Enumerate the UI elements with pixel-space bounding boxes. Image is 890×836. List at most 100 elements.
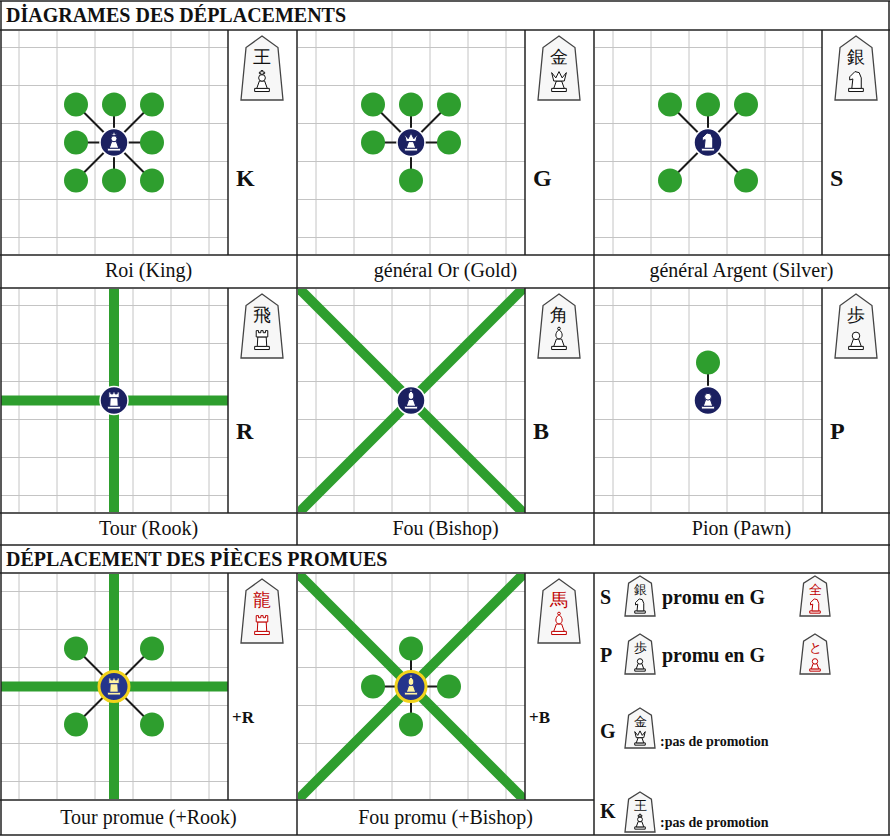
section-heading: DÉPLACEMENT DES PİÈCES PROMUES: [6, 548, 387, 571]
piece-kanji: 王: [241, 47, 283, 68]
grid-line: [765, 31, 766, 254]
chess-figure: [849, 72, 864, 92]
figure-part: [111, 136, 117, 142]
move-dot: [399, 637, 423, 661]
table-rule: [227, 288, 229, 513]
table-rule: [296, 573, 298, 835]
chess-figure: [635, 659, 646, 671]
piece-caption: Fou promu (+Bishop): [297, 806, 594, 829]
piece-outline: [625, 634, 655, 674]
piece-outline: [800, 634, 830, 674]
grid-line: [171, 31, 172, 254]
piece-outline: [538, 579, 580, 643]
move-dot: [437, 93, 461, 117]
move-dot: [102, 169, 126, 193]
figure-part: [636, 738, 644, 743]
table-rule: [821, 288, 823, 513]
chess-figure: [552, 612, 567, 634]
piece-marker: [396, 672, 426, 702]
table-rule: [0, 254, 890, 256]
figure-part: [638, 817, 643, 822]
grid-line: [1, 85, 228, 86]
chess-figure: [701, 133, 714, 151]
table-rule: [0, 512, 890, 514]
chess-figure: [107, 392, 120, 409]
chess-figure: [810, 599, 821, 613]
grid-line: [298, 743, 525, 744]
grid-line: [613, 31, 614, 254]
board-ground: [1, 31, 228, 254]
promotion-note: :pas de promotion: [660, 734, 769, 750]
table-rule: [227, 573, 229, 800]
grid-line: [1, 237, 228, 238]
promotion-note: promu en G: [662, 644, 765, 667]
table-rule: [593, 573, 595, 835]
figure-part: [256, 331, 268, 337]
grid-line: [595, 161, 822, 162]
grid-line: [595, 305, 822, 306]
grid-line: [595, 199, 822, 200]
grid-line: [354, 574, 355, 799]
move-board: [595, 31, 822, 254]
figure-part: [812, 659, 817, 664]
piece-letter: S: [830, 165, 843, 193]
move-board: [298, 289, 525, 512]
figure-part: [705, 393, 712, 400]
chess-figure: [701, 393, 714, 409]
figure-part: [257, 337, 266, 346]
move-dot: [399, 169, 423, 193]
figure-part: [259, 71, 264, 75]
chess-figure: [635, 731, 646, 745]
table-rule: [524, 30, 526, 255]
grid-line: [727, 289, 728, 512]
grid-line: [689, 31, 690, 254]
grid-line: [19, 31, 20, 254]
move-dot: [437, 131, 461, 155]
piece-marker: [397, 129, 425, 157]
figure-part: [256, 616, 268, 622]
shogi-piece: [538, 36, 580, 100]
shogi-piece: [625, 792, 655, 832]
piece-kanji: 金: [538, 47, 580, 68]
piece-kanji: 金: [625, 715, 655, 730]
piece-caption: Pion (Pawn): [594, 517, 889, 540]
move-dot: [64, 131, 88, 155]
figure-part: [636, 822, 644, 827]
piece-letter: B: [533, 418, 549, 446]
move-board: [298, 31, 525, 254]
piece-letter: K: [236, 165, 255, 193]
move-dot: [64, 93, 88, 117]
piece-outline: [241, 36, 283, 100]
promotion-note: :pas de promotion: [660, 815, 769, 831]
figure-part: [109, 678, 119, 684]
grid-line: [613, 289, 614, 512]
grid-line: [1, 199, 228, 200]
figure-part: [554, 81, 565, 88]
figure-part: [852, 332, 860, 340]
grid-line: [316, 31, 317, 254]
grid-line: [506, 31, 507, 254]
chess-figure: [107, 132, 120, 151]
figure-part: [558, 612, 561, 615]
grid-line: [209, 31, 210, 254]
grid-line: [57, 31, 58, 254]
move-dot: [696, 351, 720, 375]
grid-line: [354, 31, 355, 254]
piece-outline: [625, 792, 655, 832]
grid-line: [803, 31, 804, 254]
figure-part: [259, 75, 266, 82]
board-ground: [298, 31, 525, 254]
move-dot: [734, 169, 758, 193]
grid-line: [506, 289, 507, 512]
grid-line: [468, 574, 469, 799]
move-dot: [361, 93, 385, 117]
piece-outline: [241, 294, 283, 358]
table-rule: [296, 30, 298, 545]
piece-caption: Roi (King): [0, 259, 297, 282]
piece-outline: [835, 36, 877, 100]
move-dot: [140, 637, 164, 661]
figure-part: [110, 398, 119, 407]
move-dot: [140, 169, 164, 193]
promotion-note: S: [600, 586, 611, 609]
